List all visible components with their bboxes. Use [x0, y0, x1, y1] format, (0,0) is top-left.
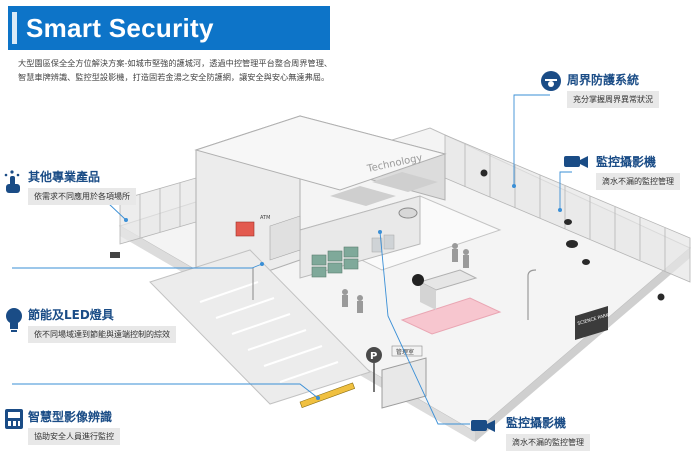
parking-stripes	[199, 281, 339, 383]
camera-callout-bottom-title: 監控攝影機	[506, 416, 567, 430]
reception-desk	[418, 269, 478, 310]
security-zone-pink	[400, 297, 502, 335]
atm-label: ATM	[260, 215, 270, 221]
science-park-sign	[575, 306, 608, 340]
smart-image-callout: 智慧型影像辨識 協助安全人員進行監控	[28, 408, 120, 445]
ceiling-dome-camera	[398, 207, 418, 219]
perimeter-cameras	[480, 169, 665, 301]
gate-booth	[381, 357, 427, 409]
parking-sign	[366, 347, 382, 363]
street-lamps	[252, 268, 537, 320]
perimeter-callout-desc: 充分掌握周界異常狀況	[567, 91, 659, 108]
smart-image-desc: 協助安全人員進行監控	[28, 428, 120, 445]
camera-callout-top-desc: 滴水不漏的監控管理	[596, 173, 680, 190]
interior-camera	[412, 274, 424, 286]
other-products-title: 其他專業產品	[28, 170, 101, 184]
cctv-camera-icon	[471, 420, 495, 432]
dome-camera-icon	[541, 71, 561, 91]
camera-callout-bottom: 監控攝影機 滴水不漏的監控管理	[506, 414, 590, 451]
other-products-desc: 依需求不同應用於各項場所	[28, 188, 136, 205]
control-room-monitors	[311, 246, 359, 278]
leader-line-endpoints	[124, 184, 562, 400]
perimeter-callout-title: 周界防護系統	[567, 73, 640, 87]
lpr-terminal-icon	[5, 409, 23, 429]
led-lighting-desc: 依不同場域達到節能與遠端控制的綜效	[28, 326, 176, 343]
camera-callout-bottom-desc: 滴水不漏的監控管理	[506, 434, 590, 451]
led-bulb-icon	[6, 308, 22, 332]
parking-sign-letter: P	[370, 351, 377, 362]
smart-image-title: 智慧型影像辨識	[28, 410, 113, 424]
building-roof-front	[194, 115, 447, 191]
led-lighting-callout: 節能及LED燈具 依不同場域達到節能與遠端控制的綜效	[28, 306, 176, 343]
cctv-camera-icon	[564, 156, 588, 168]
camera-callout-top-title: 監控攝影機	[596, 155, 657, 169]
page-title-banner: Smart Security Solutions	[8, 6, 330, 87]
office-windows	[371, 234, 395, 253]
other-products-callout: 其他專業產品 依需求不同應用於各項場所	[28, 168, 136, 205]
camera-callout-top: 監控攝影機 滴水不漏的監控管理	[596, 153, 680, 190]
roof-vents	[330, 172, 438, 206]
parking-road	[149, 249, 371, 405]
led-lighting-title: 節能及LED燈具	[28, 308, 114, 322]
staff-figures	[342, 243, 469, 313]
atm-kiosk: ATM	[235, 215, 301, 261]
intro-paragraph: 大型園區保全全方位解決方案-如城市堅強的護城河，透過中控管理平台整合周界管理、智…	[18, 58, 333, 82]
ground-edge-right	[475, 248, 690, 442]
boom-barrier	[299, 382, 356, 409]
left-corner-camera	[110, 252, 120, 258]
perimeter-callout: 周界防護系統 充分掌握周界異常狀況	[567, 71, 659, 108]
touch-hand-icon	[4, 170, 20, 193]
